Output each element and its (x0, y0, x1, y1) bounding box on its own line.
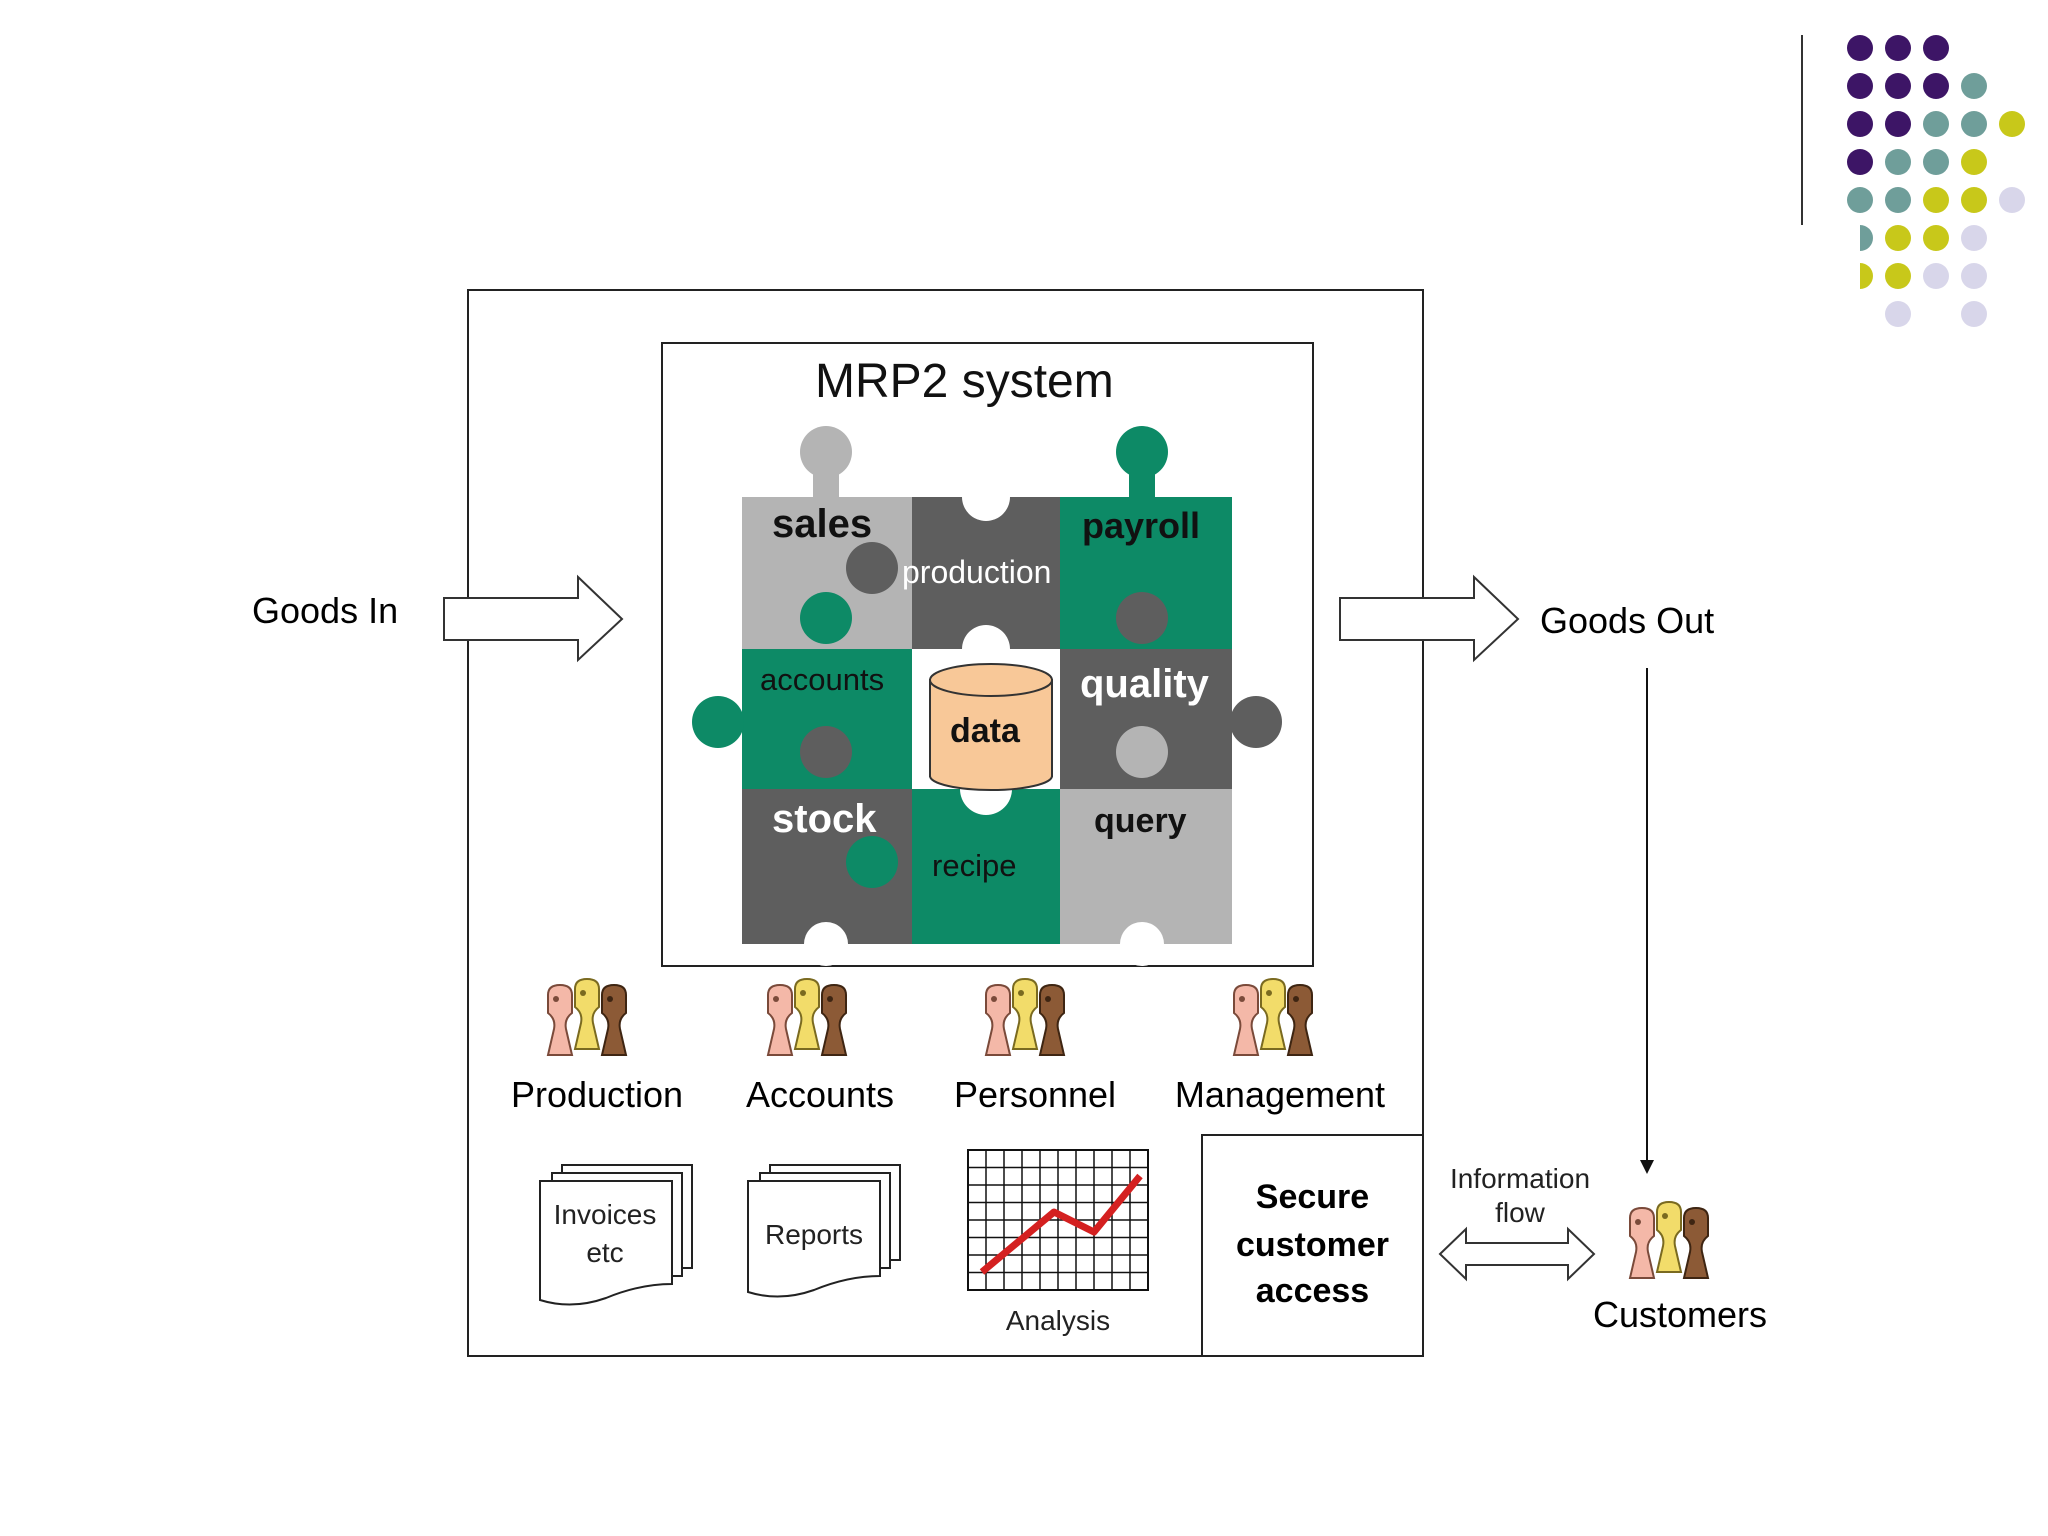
people-icon-customers (1628, 1200, 1710, 1279)
goods-out-label: Goods Out (1540, 600, 1715, 641)
people-icon-production (546, 977, 628, 1056)
puzzle-piece-production (846, 473, 1060, 673)
analysis-label: Analysis (1005, 1305, 1111, 1336)
module-label-data: data (950, 712, 1020, 750)
puzzle-piece-payroll (1060, 426, 1232, 601)
module-label-production: production (902, 554, 1052, 590)
information-flow-line2: flow (1495, 1197, 1545, 1228)
invoices-document-icon (539, 1164, 693, 1306)
mrp2-title: MRP2 system (815, 355, 1114, 408)
people-icon-management (1232, 977, 1314, 1056)
reports-label: Reports (764, 1219, 864, 1250)
secure-access-line2: customer (1235, 1226, 1390, 1264)
analysis-chart-icon (967, 1149, 1149, 1291)
puzzle (692, 426, 1282, 966)
department-label-management: Management (1174, 1074, 1386, 1115)
goods-to-customers-arrow (1640, 668, 1654, 1174)
module-label-stock: stock (772, 797, 877, 841)
department-label-personnel: Personnel (953, 1074, 1117, 1115)
mrp2-box (661, 342, 1314, 967)
department-label-accounts: Accounts (745, 1074, 895, 1115)
puzzle-piece-query (1060, 726, 1232, 966)
reports-document-icon (747, 1164, 901, 1298)
goods-out-arrow (1339, 574, 1520, 663)
information-flow-line1: Information (1449, 1163, 1591, 1194)
department-icons (546, 977, 1710, 1279)
invoices-label-line2: etc (586, 1237, 624, 1268)
module-label-quality: quality (1080, 662, 1209, 706)
module-label-query: query (1094, 802, 1187, 840)
module-label-accounts: accounts (760, 662, 885, 697)
secure-access-box (1201, 1134, 1424, 1357)
secure-access-line3: access (1255, 1272, 1370, 1310)
goods-in-arrow (443, 574, 624, 663)
module-label-payroll: payroll (1082, 505, 1201, 546)
invoices-label-line1: Invoices (553, 1199, 657, 1230)
module-label-sales: sales (772, 502, 873, 546)
module-label-recipe: recipe (932, 848, 1017, 883)
people-icon-personnel (984, 977, 1066, 1056)
decorative-dot-grid (1801, 35, 2025, 327)
customers-label: Customers (1592, 1294, 1768, 1335)
outer-box (467, 289, 1424, 1357)
information-flow-arrow (1438, 1226, 1596, 1282)
secure-access-line1: Secure (1255, 1178, 1370, 1216)
data-cylinder (912, 649, 1060, 791)
goods-in-label: Goods In (252, 590, 399, 631)
people-icon-accounts (766, 977, 848, 1056)
department-label-production: Production (510, 1074, 684, 1115)
